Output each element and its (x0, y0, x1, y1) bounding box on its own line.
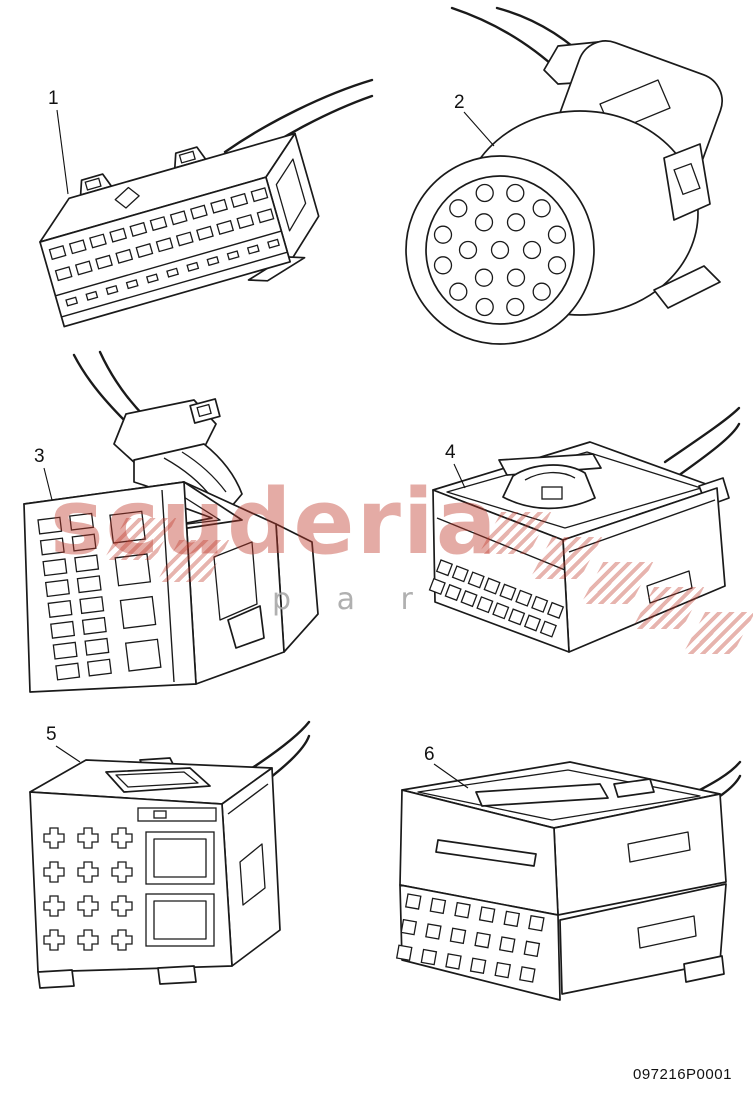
housing-body (428, 441, 730, 653)
connector-figure-3: 3 (14, 350, 332, 700)
wire-pair (223, 78, 374, 154)
connector-figure-1: 1 (10, 72, 375, 334)
wire-pair (241, 720, 311, 776)
housing-body (396, 761, 727, 1001)
figure-6-label[interactable]: 6 (424, 744, 435, 765)
part-number: 097216P0001 (633, 1066, 732, 1083)
figure-2-label[interactable]: 2 (454, 92, 465, 113)
label-leader-line (56, 109, 69, 195)
wire-pair (663, 406, 741, 464)
connector-figure-5: 5 (8, 712, 311, 1014)
label-leader-line (453, 463, 466, 489)
label-leader-line (463, 111, 495, 147)
figure-4-label[interactable]: 4 (445, 442, 456, 463)
housing-body (29, 757, 281, 989)
figure-5-label[interactable]: 5 (46, 724, 57, 745)
figure-1-label[interactable]: 1 (48, 88, 59, 109)
connector-figure-6: 6 (388, 732, 742, 1002)
wire-pair (72, 353, 130, 426)
connector-figure-2: 2 (402, 6, 740, 380)
pin-slots (48, 187, 288, 318)
figure-3-label[interactable]: 3 (34, 446, 45, 467)
housing-body (23, 481, 319, 693)
connector-figure-4: 4 (415, 390, 741, 705)
label-leader-line (433, 763, 469, 789)
wire-pair (450, 6, 562, 74)
label-leader-line (43, 467, 53, 501)
housing-body (405, 40, 723, 345)
label-leader-line (55, 745, 81, 763)
housing-body (39, 132, 320, 328)
